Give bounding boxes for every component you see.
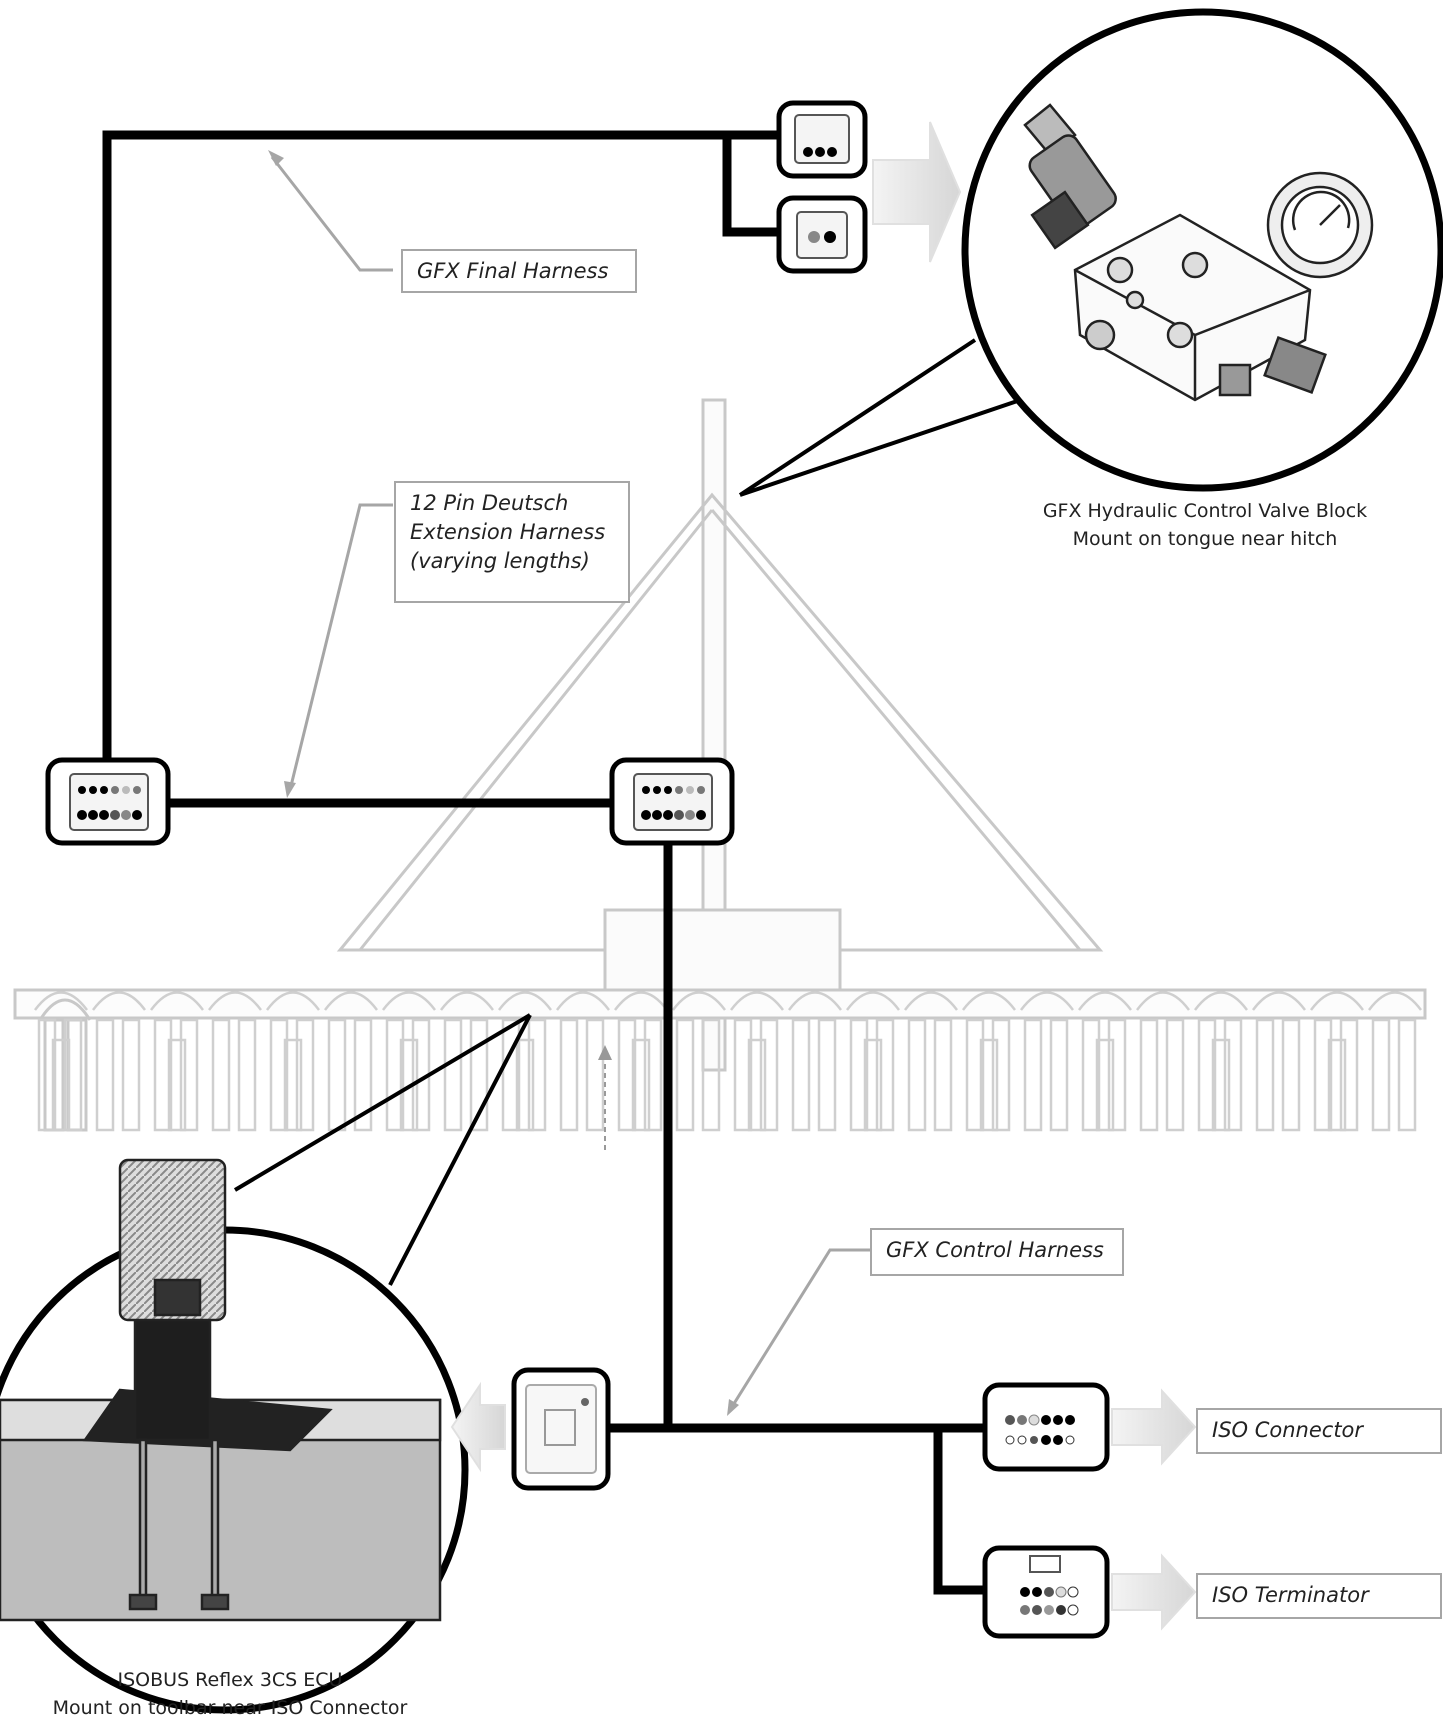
ecu-caption-2: Mount on toolbar near ISO Connector [20,1694,440,1722]
label-iso-connector: ISO Connector [1196,1408,1442,1454]
iso-connector-text: ISO Connector [1212,1418,1363,1442]
connector-iso-terminator [985,1548,1107,1636]
arrow-to-valve [873,122,960,262]
control-harness-branch [938,1428,985,1590]
connector-12pin-center [612,760,732,843]
dashed-arrow [598,1045,612,1150]
pin [808,231,820,243]
label-control-harness: GFX Control Harness [870,1228,1124,1276]
iso-terminator-text: ISO Terminator [1212,1583,1369,1607]
extension-harness-leader [290,505,393,790]
valve-block-caption-2: Mount on tongue near hitch [1020,525,1390,553]
pin [815,147,825,157]
pin [827,147,837,157]
caption-ecu: ISOBUS Reflex 3CS ECU Mount on toolbar n… [20,1666,440,1722]
label-final-harness: GFX Final Harness [401,249,637,293]
leader-lines [272,157,870,1410]
label-iso-terminator: ISO Terminator [1196,1573,1442,1619]
connector-top-2pin [779,198,865,271]
connector-top-3pin [779,103,865,176]
caption-valve-block: GFX Hydraulic Control Valve Block Mount … [1020,497,1390,553]
extension-harness-text-1: 12 Pin Deutsch [410,489,614,518]
pin [824,231,836,243]
ecu-magnifier [0,1015,530,1710]
connector-ecu [514,1370,608,1488]
final-harness-leader [272,157,393,270]
pin [803,147,813,157]
extension-harness-text-2: Extension Harness [410,518,614,547]
arrow-to-iso-connector [1112,1391,1195,1463]
control-harness-leader [730,1250,870,1410]
final-harness-wire [107,135,790,760]
extension-harness-text-3: (varying lengths) [410,547,614,576]
label-extension-harness: 12 Pin Deutsch Extension Harness (varyin… [394,481,630,603]
arrow-to-iso-terminator [1112,1556,1195,1628]
final-harness-text: GFX Final Harness [417,259,608,283]
control-harness-text: GFX Control Harness [886,1238,1104,1262]
connector-12pin-left [48,760,168,843]
valve-block-caption-1: GFX Hydraulic Control Valve Block [1020,497,1390,525]
connector-iso [985,1385,1107,1469]
ecu-caption-1: ISOBUS Reflex 3CS ECU [20,1666,440,1694]
